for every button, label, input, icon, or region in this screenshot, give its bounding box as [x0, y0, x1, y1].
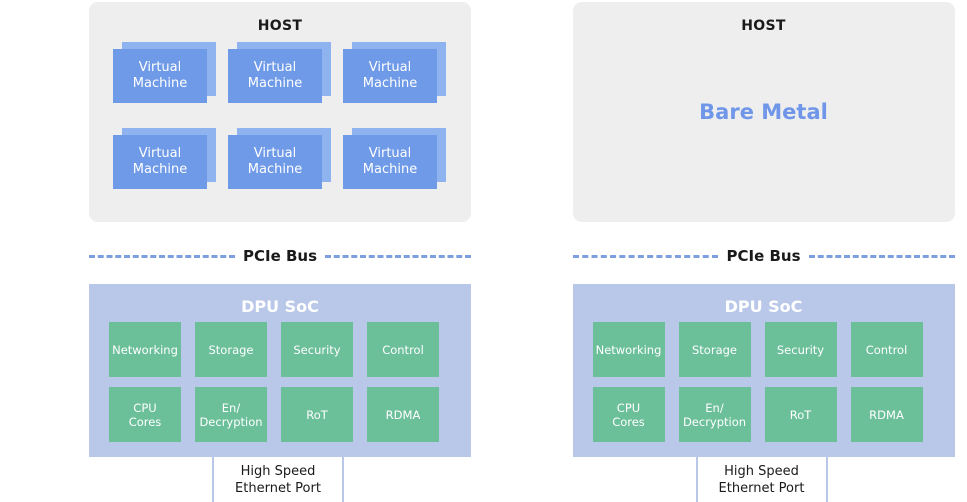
dpu-tile-networking[interactable]: Networking [109, 322, 181, 377]
vm-card-label: Virtual Machine [362, 60, 418, 91]
vm-card-front-layer: Virtual Machine [113, 135, 207, 189]
dpu-tile-label: RoT [789, 407, 812, 422]
vm-card-front-layer: Virtual Machine [228, 49, 322, 103]
dpu-tile-label: Storage [208, 342, 254, 357]
vm-card-label: Virtual Machine [362, 146, 418, 177]
dpu-tile-label: Networking [112, 342, 178, 357]
dpu-tile-control[interactable]: Control [850, 322, 923, 377]
dpu-tile-cpu-cores[interactable]: CPU Cores [109, 387, 181, 442]
pcie-bus-dash-left [89, 254, 235, 258]
virtual-machine-card[interactable]: Virtual Machine [113, 42, 216, 103]
dpu-tile-label: En/ Decryption [199, 400, 263, 429]
host-title: HOST [257, 18, 303, 34]
virtual-machine-card[interactable]: Virtual Machine [113, 128, 216, 189]
pcie-bus-dash-right [808, 254, 955, 258]
vm-card-front-layer: Virtual Machine [113, 49, 207, 103]
dpu-tile-storage[interactable]: Storage [678, 322, 751, 377]
pcie-bus-connector: PCIe Bus [572, 243, 955, 269]
virtual-machine-card[interactable]: Virtual Machine [228, 128, 331, 189]
dpu-tile-networking[interactable]: Networking [592, 322, 665, 377]
dpu-tile-label: RDMA [385, 407, 421, 422]
vm-card-front-layer: Virtual Machine [343, 135, 437, 189]
host-panel-virtualized: HOST Virtual Machine Virtual Machine [89, 2, 471, 222]
dpu-tile-label: RoT [306, 407, 328, 422]
dpu-tile-control[interactable]: Control [367, 322, 439, 377]
vm-card-label: Virtual Machine [132, 146, 188, 177]
vm-card-label: Virtual Machine [247, 60, 303, 91]
dpu-tile-cpu-cores[interactable]: CPU Cores [592, 387, 665, 442]
bare-metal-label: Bare Metal [699, 100, 828, 124]
dpu-tile-rot[interactable]: RoT [281, 387, 353, 442]
dpu-tile-en-decryption[interactable]: En/ Decryption [195, 387, 267, 442]
virtualized-host-column: HOST Virtual Machine Virtual Machine [89, 2, 471, 502]
bare-metal-host-column: HOST Bare Metal PCIe Bus DPU SoC Network… [484, 0, 967, 502]
dpu-tile-security[interactable]: Security [764, 322, 837, 377]
virtual-machine-card[interactable]: Virtual Machine [228, 42, 331, 103]
host-panel-bare-metal: HOST Bare Metal [572, 2, 955, 222]
dpu-tile-label: CPU Cores [612, 400, 645, 429]
dpu-tile-label: Control [382, 342, 424, 357]
dpu-tile-rot[interactable]: RoT [764, 387, 837, 442]
ethernet-port-box: High Speed Ethernet Port [695, 457, 828, 502]
vm-card-label: Virtual Machine [132, 60, 188, 91]
dpu-tile-label: Security [293, 342, 341, 357]
dpu-tile-label: Security [776, 342, 825, 357]
ethernet-port-label: High Speed Ethernet Port [718, 464, 805, 496]
dpu-tile-rdma[interactable]: RDMA [850, 387, 923, 442]
pcie-bus-label: PCIe Bus [726, 247, 801, 265]
vm-card-label: Virtual Machine [247, 146, 303, 177]
dpu-tile-rdma[interactable]: RDMA [367, 387, 439, 442]
pcie-bus-dash-left [572, 254, 719, 258]
dpu-tile-label: En/ Decryption [682, 400, 747, 429]
dpu-tile-label: Storage [692, 342, 737, 357]
virtual-machine-card[interactable]: Virtual Machine [343, 128, 446, 189]
pcie-bus-connector: PCIe Bus [89, 243, 471, 269]
virtual-machine-grid: Virtual Machine Virtual Machine Virtual … [113, 42, 447, 189]
dpu-tile-label: Control [865, 342, 908, 357]
dpu-tile-label: RDMA [869, 407, 904, 422]
ethernet-port-label: High Speed Ethernet Port [235, 464, 321, 496]
dpu-tile-security[interactable]: Security [281, 322, 353, 377]
dpu-tile-en-decryption[interactable]: En/ Decryption [678, 387, 751, 442]
dpu-tile-storage[interactable]: Storage [195, 322, 267, 377]
vm-card-front-layer: Virtual Machine [343, 49, 437, 103]
dpu-soc-panel: DPU SoC Networking Storage Security Cont… [572, 284, 955, 457]
dpu-tile-label: CPU Cores [128, 400, 162, 429]
dpu-tile-label: Networking [595, 342, 662, 357]
ethernet-port-box: High Speed Ethernet Port [212, 457, 344, 502]
dpu-soc-title: DPU SoC [241, 297, 319, 316]
dpu-soc-title: DPU SoC [724, 297, 803, 316]
dpu-function-grid: Networking Storage Security Control CPU … [592, 322, 935, 442]
dpu-soc-panel: DPU SoC Networking Storage Security Cont… [89, 284, 471, 457]
pcie-bus-label: PCIe Bus [242, 247, 318, 265]
virtual-machine-card[interactable]: Virtual Machine [343, 42, 446, 103]
vm-card-front-layer: Virtual Machine [228, 135, 322, 189]
pcie-bus-dash-right [325, 254, 471, 258]
dpu-function-grid: Networking Storage Security Control CPU … [109, 322, 451, 442]
host-title: HOST [741, 18, 786, 34]
